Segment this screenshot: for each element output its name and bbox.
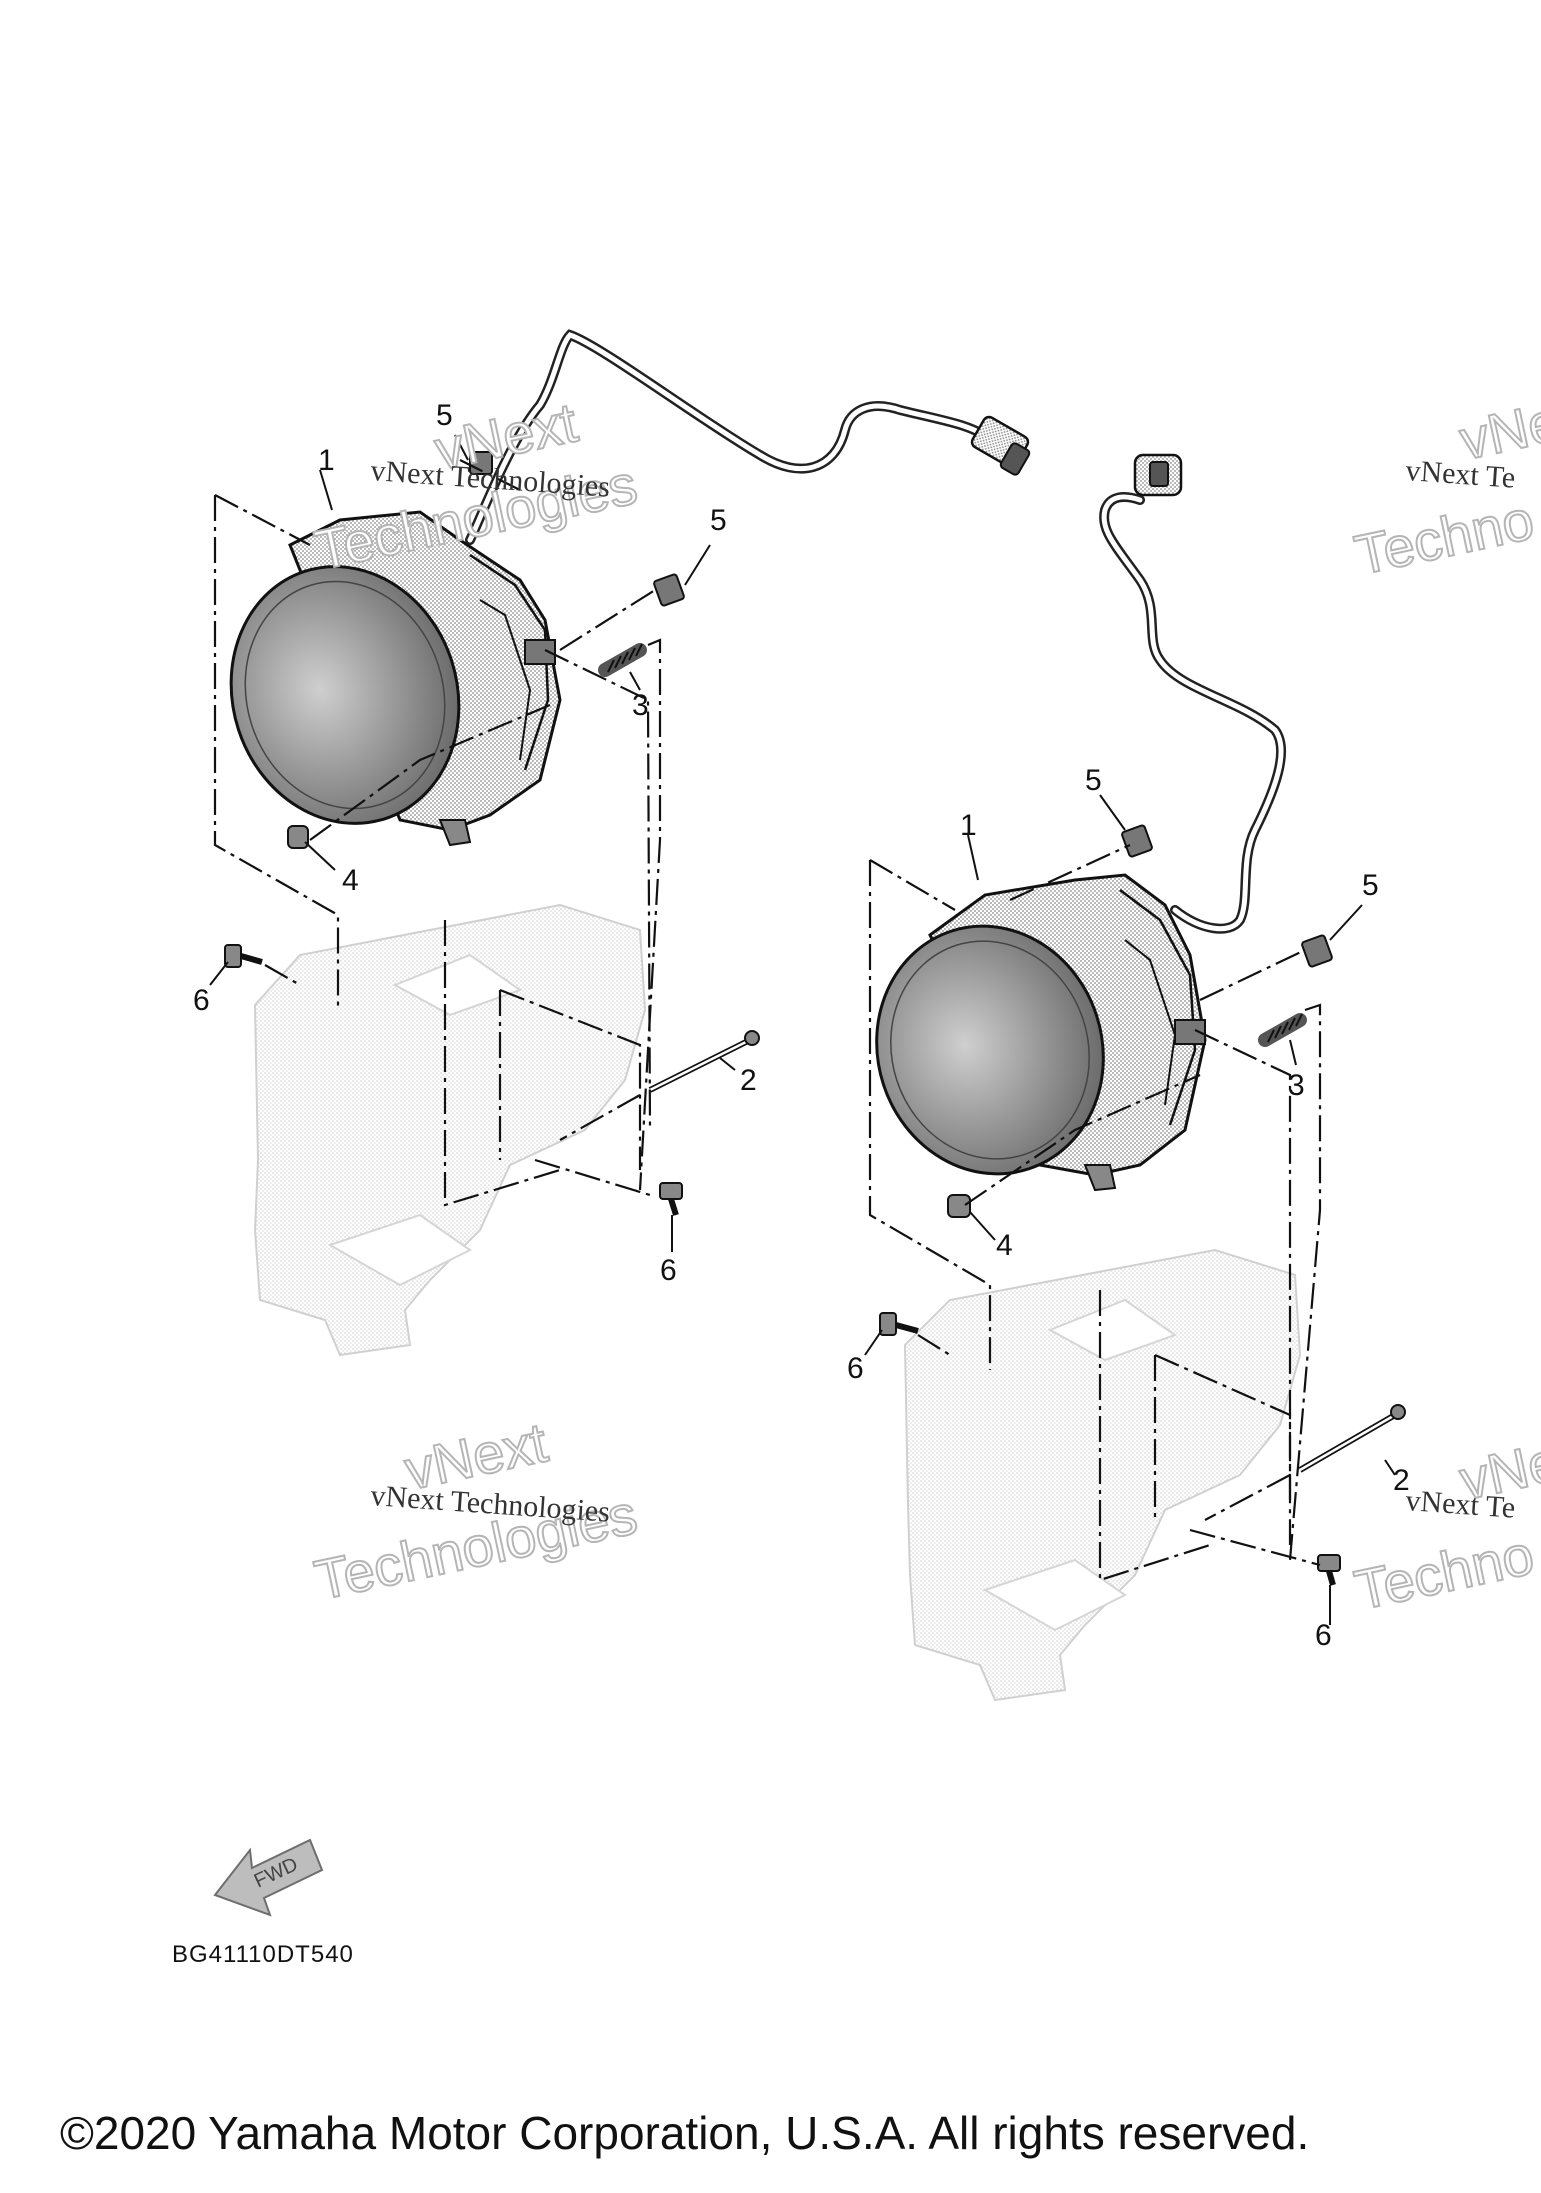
- left-callout-4: 4: [342, 864, 359, 897]
- left-callout-6a: 6: [193, 984, 210, 1017]
- right-spring-3: [1258, 1013, 1307, 1047]
- left-callout-6b: 6: [660, 1254, 677, 1287]
- right-bolt-6a: [879, 1312, 919, 1336]
- right-callout-6b: 6: [1315, 1619, 1332, 1652]
- right-nut-4: [947, 1194, 971, 1218]
- left-callout-3: 3: [632, 689, 649, 722]
- svg-text:vNext Te: vNext Te: [1405, 1484, 1517, 1525]
- left-callout-5b: 5: [710, 504, 727, 537]
- watermark-lower-left: vNext Technologies vNext Technologies: [308, 1409, 643, 1612]
- svg-text:Techno: Techno: [1349, 488, 1539, 587]
- watermark-lower-right: vNe vNext Te Techno: [1348, 1428, 1541, 1622]
- right-wiring-harness: [1099, 492, 1287, 934]
- svg-text:vNe: vNe: [1454, 389, 1541, 471]
- right-fog-lamp: [875, 873, 1207, 1192]
- left-spring-3: [598, 643, 647, 677]
- right-callout-1: 1: [960, 809, 977, 842]
- right-bolt-2: [1298, 1404, 1406, 1473]
- svg-text:vNe: vNe: [1454, 1429, 1541, 1511]
- right-callout-4: 4: [996, 1229, 1013, 1262]
- left-callout-5a: 5: [436, 399, 453, 432]
- left-callout-2: 2: [740, 1064, 757, 1097]
- right-callout-5b: 5: [1362, 869, 1379, 902]
- left-callout-1: 1: [318, 444, 335, 477]
- right-bolt-6b: [1317, 1554, 1341, 1586]
- left-bolt-6a: [224, 944, 263, 968]
- fwd-arrow-icon: FWD: [213, 1838, 324, 1917]
- right-fog-lamp-assembly: 1 5 5 3 4 6 2 6: [847, 453, 1410, 1702]
- left-lamp-lens: [229, 565, 461, 825]
- left-fog-lamp-assembly: 1 5 5 3 4 6 2 6: [193, 329, 1031, 1357]
- right-connector: [1133, 453, 1183, 497]
- copyright-notice: ©2020 Yamaha Motor Corporation, U.S.A. A…: [60, 2107, 1310, 2159]
- left-bolt-2: [648, 1030, 760, 1093]
- right-callout-2: 2: [1393, 1464, 1410, 1497]
- right-callout-6a: 6: [847, 1352, 864, 1385]
- right-callout-5a: 5: [1085, 764, 1102, 797]
- part-code: BG41110DT540: [172, 1941, 354, 1968]
- right-clip-5a: [1121, 824, 1153, 858]
- left-bolt-6b: [659, 1182, 683, 1216]
- svg-text:vNext Te: vNext Te: [1405, 454, 1517, 495]
- right-clip-5b: [1301, 934, 1333, 968]
- left-connector: [970, 415, 1031, 476]
- watermark-upper-right: vNext Te Techno vNe: [1348, 388, 1541, 587]
- left-clip-5b: [653, 573, 685, 607]
- right-lamp-lens: [875, 924, 1105, 1176]
- svg-text:Techno: Techno: [1349, 1523, 1539, 1622]
- left-fog-lamp: [229, 510, 562, 847]
- left-nut-4: [287, 825, 309, 849]
- right-callout-3: 3: [1288, 1069, 1305, 1102]
